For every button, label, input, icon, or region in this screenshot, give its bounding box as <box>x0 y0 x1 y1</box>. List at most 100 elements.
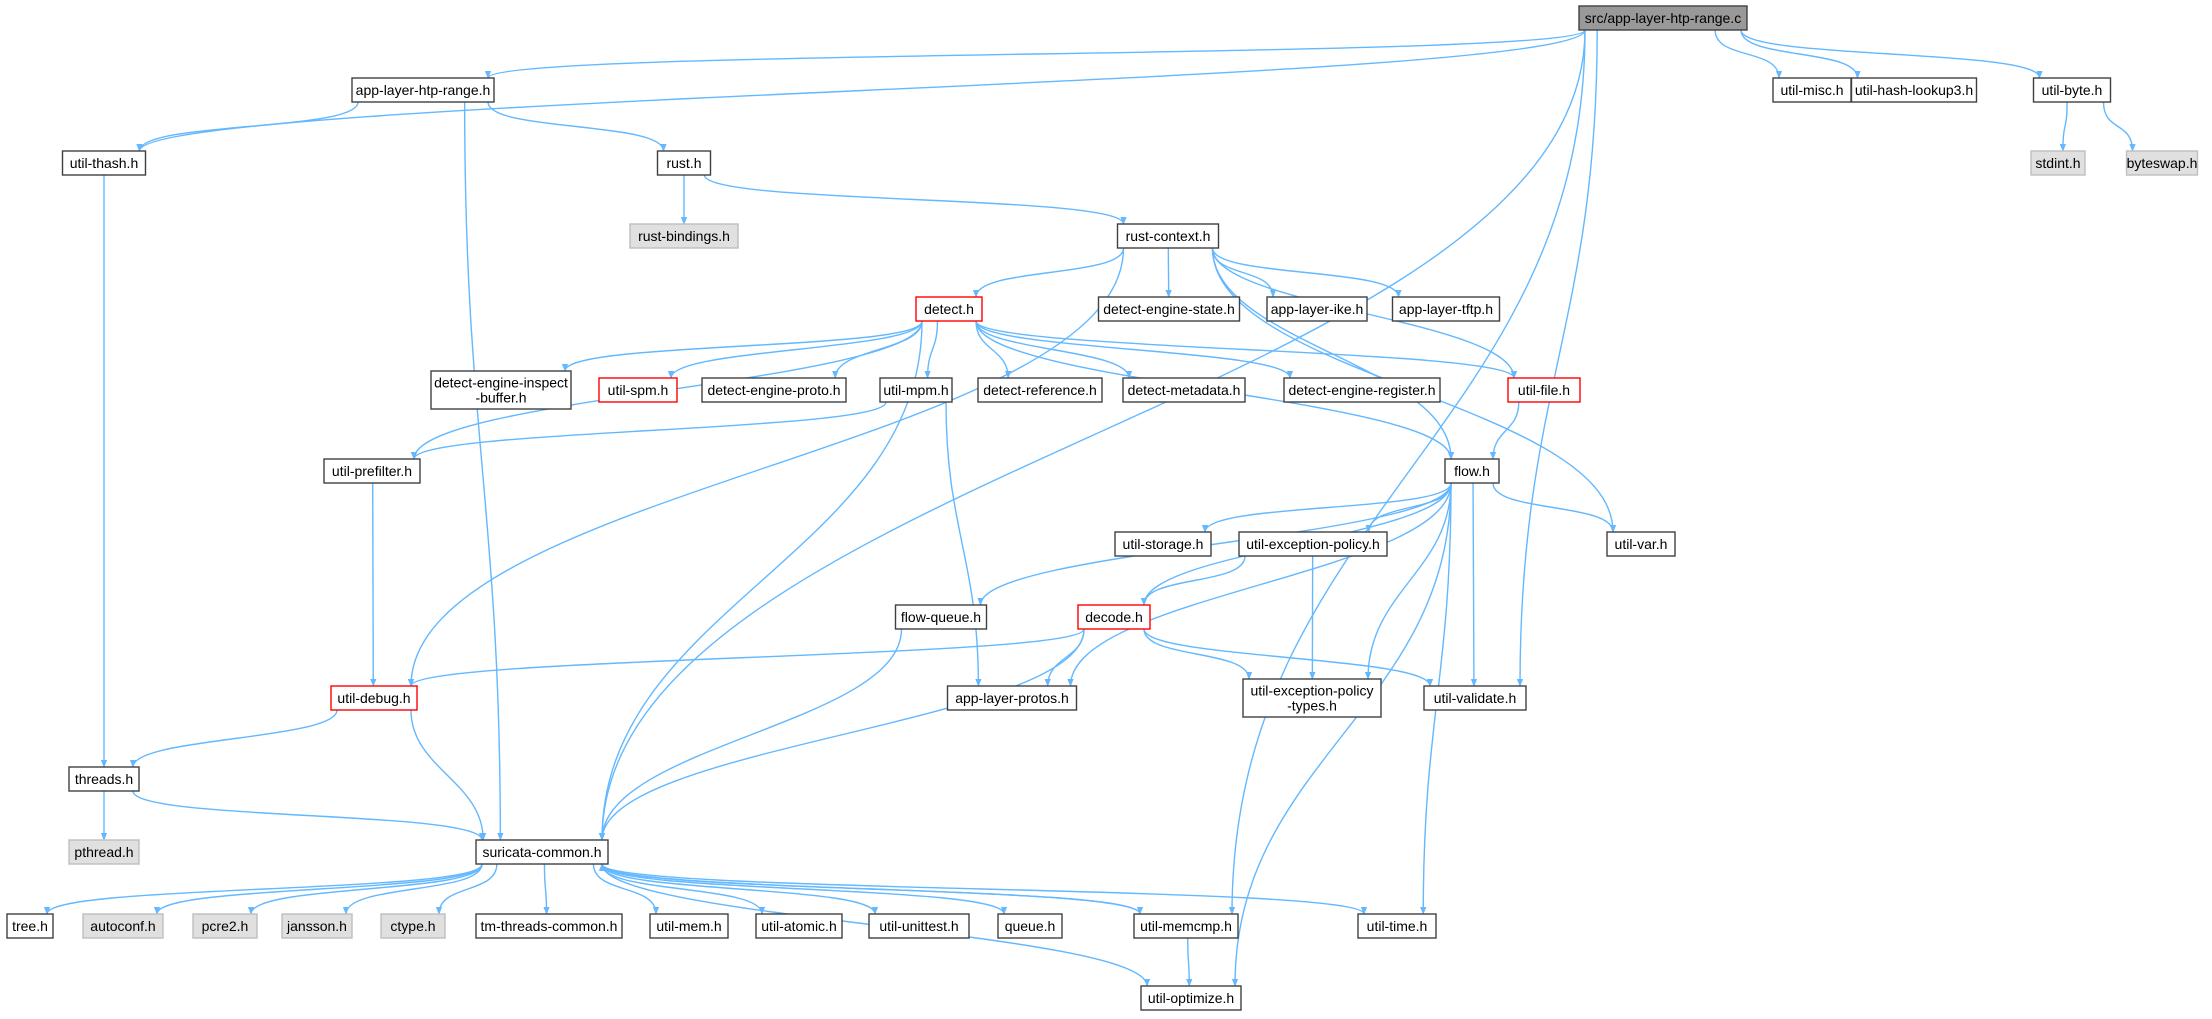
file-node-box <box>1238 531 1388 557</box>
file-node-box <box>879 377 953 403</box>
file-node-label: rust-context.h <box>1126 228 1211 244</box>
file-node-util-spm[interactable]: util-spm.h <box>598 377 678 403</box>
file-node-queue[interactable]: queue.h <box>997 913 1063 939</box>
file-node-box <box>330 685 418 711</box>
file-node-util-var[interactable]: util-var.h <box>1606 531 1676 557</box>
file-node-label: util-thash.h <box>70 155 138 171</box>
edge-flow-to-app-layer-protos <box>1067 482 1452 687</box>
file-node-util-exception-policy[interactable]: util-exception-policy.h <box>1238 531 1388 557</box>
file-node-label: decode.h <box>1085 609 1143 625</box>
file-node-label: detect-engine-state.h <box>1103 301 1235 317</box>
file-node-rust-context[interactable]: rust-context.h <box>1116 223 1220 249</box>
file-node-root[interactable]: src/app-layer-htp-range.c <box>1578 5 1748 31</box>
dependency-edges <box>43 29 2136 987</box>
file-node-box <box>894 604 988 630</box>
file-node-threads[interactable]: threads.h <box>68 766 140 792</box>
file-node-rust-bindings[interactable]: rust-bindings.h <box>629 223 739 249</box>
file-node-util-prefilter[interactable]: util-prefilter.h <box>323 458 421 484</box>
edge-root-to-util-memcmp <box>1228 29 1586 915</box>
file-node-app-layer-ike[interactable]: app-layer-ike.h <box>1266 296 1368 322</box>
file-node-app-layer-protos[interactable]: app-layer-protos.h <box>946 685 1078 711</box>
edge-root-to-util-validate <box>1516 29 1598 687</box>
file-node-flow-queue[interactable]: flow-queue.h <box>894 604 988 630</box>
file-node-label: -buffer.h <box>475 390 526 406</box>
file-node-box <box>380 913 446 939</box>
file-node-label: jansson.h <box>286 918 347 934</box>
file-node-pcre2[interactable]: pcre2.h <box>192 913 258 939</box>
edge-suricata-common-to-util-atomic <box>601 863 766 915</box>
edge-root-to-util-byte <box>1740 29 2043 79</box>
file-node-util-optimize[interactable]: util-optimize.h <box>1140 985 1242 1011</box>
file-node-detect-engine-state[interactable]: detect-engine-state.h <box>1097 296 1241 322</box>
file-node-label: pthread.h <box>74 844 133 860</box>
file-node-box <box>351 77 495 103</box>
file-node-box <box>68 766 140 792</box>
file-node-rust[interactable]: rust.h <box>656 150 712 176</box>
file-node-detect-metadata[interactable]: detect-metadata.h <box>1122 377 1246 403</box>
edge-decode-to-util-exception-policy-types <box>1143 628 1253 680</box>
file-node-jansson[interactable]: jansson.h <box>281 913 353 939</box>
edge-util-debug-to-suricata-common <box>410 709 487 841</box>
file-node-detect-engine-inspect[interactable]: detect-engine-inspect-buffer.h <box>430 370 572 410</box>
file-node-box <box>68 839 140 865</box>
file-node-detect-engine-proto[interactable]: detect-engine-proto.h <box>701 377 847 403</box>
file-node-detect-engine-register[interactable]: detect-engine-register.h <box>1283 377 1441 403</box>
file-node-label: queue.h <box>1005 918 1056 934</box>
file-node-tm-threads-common[interactable]: tm-threads-common.h <box>475 913 623 939</box>
file-node-label: rust-bindings.h <box>638 228 730 244</box>
file-node-util-thash[interactable]: util-thash.h <box>61 150 147 176</box>
file-node-app-layer-tftp[interactable]: app-layer-tftp.h <box>1391 296 1501 322</box>
file-node-label: app-layer-protos.h <box>955 690 1069 706</box>
file-node-ctype[interactable]: ctype.h <box>380 913 446 939</box>
file-node-label: stdint.h <box>2035 155 2080 171</box>
file-node-util-misc[interactable]: util-misc.h <box>1772 77 1852 103</box>
file-node-util-byte[interactable]: util-byte.h <box>2032 77 2112 103</box>
file-node-byteswap[interactable]: byteswap.h <box>2125 150 2199 176</box>
file-node-util-exception-policy-types[interactable]: util-exception-policy-types.h <box>1242 678 1382 718</box>
file-node-box <box>2032 77 2112 103</box>
file-node-util-validate[interactable]: util-validate.h <box>1423 685 1527 711</box>
file-node-util-mem[interactable]: util-mem.h <box>649 913 729 939</box>
file-node-stdint[interactable]: stdint.h <box>2030 150 2086 176</box>
edge-util-debug-to-threads <box>129 709 338 768</box>
file-node-util-atomic[interactable]: util-atomic.h <box>755 913 843 939</box>
file-node-label: util-storage.h <box>1123 536 1204 552</box>
edge-suricata-common-to-util-mem <box>592 863 660 915</box>
file-node-box <box>475 839 609 865</box>
file-node-box <box>1242 678 1382 718</box>
file-node-box <box>323 458 421 484</box>
file-node-util-unittest[interactable]: util-unittest.h <box>868 913 970 939</box>
file-node-util-storage[interactable]: util-storage.h <box>1114 531 1212 557</box>
file-node-detect-reference[interactable]: detect-reference.h <box>977 377 1103 403</box>
file-node-util-time[interactable]: util-time.h <box>1357 913 1437 939</box>
file-node-detect[interactable]: detect.h <box>915 296 983 322</box>
file-node-util-hash[interactable]: util-hash-lookup3.h <box>1850 77 1978 103</box>
file-node-htp-range-h[interactable]: app-layer-htp-range.h <box>351 77 495 103</box>
file-node-util-file[interactable]: util-file.h <box>1507 377 1581 403</box>
file-node-util-debug[interactable]: util-debug.h <box>330 685 418 711</box>
file-node-autoconf[interactable]: autoconf.h <box>82 913 164 939</box>
file-node-decode[interactable]: decode.h <box>1077 604 1151 630</box>
file-node-flow[interactable]: flow.h <box>1444 458 1500 484</box>
file-node-util-memcmp[interactable]: util-memcmp.h <box>1133 913 1239 939</box>
file-node-pthread[interactable]: pthread.h <box>68 839 140 865</box>
file-node-util-mpm[interactable]: util-mpm.h <box>879 377 953 403</box>
file-node-label: pcre2.h <box>202 918 249 934</box>
edge-flow-to-flow-queue <box>977 482 1452 606</box>
file-node-label: util-mpm.h <box>883 382 948 398</box>
file-node-label: util-atomic.h <box>761 918 836 934</box>
file-node-label: detect-engine-register.h <box>1288 382 1435 398</box>
edge-suricata-common-to-tm-threads-common <box>543 863 550 915</box>
file-node-tree[interactable]: tree.h <box>6 913 54 939</box>
file-node-suricata-common[interactable]: suricata-common.h <box>475 839 609 865</box>
edge-htp-range-h-to-rust <box>487 101 667 152</box>
edge-detect-to-util-spm <box>667 320 923 379</box>
file-node-label: util-exception-policy <box>1251 683 1374 699</box>
file-node-label: util-spm.h <box>608 382 669 398</box>
file-node-box <box>1357 913 1437 939</box>
edge-suricata-common-to-util-unittest <box>601 863 879 915</box>
edge-htp-range-h-to-suricata-common <box>463 101 504 841</box>
file-node-box <box>649 913 729 939</box>
file-node-label: util-misc.h <box>1780 82 1843 98</box>
file-node-box <box>430 370 572 410</box>
